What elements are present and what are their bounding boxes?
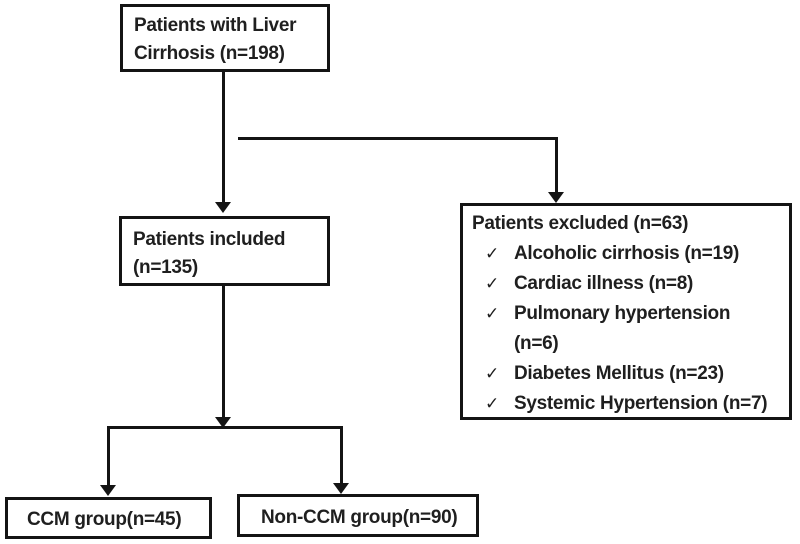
connector-split-to-ccm [107, 426, 110, 485]
excluded-item: ✓ Cardiac illness (n=8) [485, 269, 785, 299]
box-ccm-group: CCM group(n=45) [5, 497, 212, 539]
excluded-item-label: Diabetes Mellitus (n=23) [514, 363, 724, 384]
box-non-ccm-group: Non-CCM group(n=90) [237, 494, 479, 537]
arrowhead-down-icon [548, 192, 564, 203]
box-patients-with-liver-cirrhosis: Patients with Liver Cirrhosis (n=198) [120, 4, 330, 72]
excluded-item: ✓ Pulmonary hypertension (n=6) [485, 299, 785, 359]
connector-split-to-non-ccm [340, 426, 343, 483]
excluded-item-label: Cardiac illness (n=8) [514, 273, 694, 294]
arrowhead-down-icon [215, 417, 231, 428]
connector-total-to-included [222, 72, 225, 202]
box-ccm-group-label: CCM group(n=45) [27, 509, 182, 530]
connector-split-bar [107, 426, 343, 429]
box-patients-excluded: Patients excluded (n=63) ✓ Alcoholic cir… [460, 203, 792, 420]
check-icon: ✓ [485, 364, 499, 383]
arrowhead-down-icon [215, 202, 231, 213]
excluded-item-label: Systemic Hypertension (n=7) [514, 393, 768, 414]
box-patients-excluded-title: Patients excluded (n=63) [472, 213, 689, 234]
check-icon: ✓ [485, 394, 499, 413]
connector-branch-to-excluded [238, 137, 558, 140]
excluded-item-label: Alcoholic cirrhosis (n=19) [514, 243, 740, 264]
box-patients-with-liver-cirrhosis-label: Patients with Liver Cirrhosis (n=198) [134, 15, 297, 64]
excluded-item-label: Pulmonary hypertension (n=6) [514, 303, 731, 354]
check-icon: ✓ [485, 274, 499, 293]
connector-down-to-excluded [555, 137, 558, 192]
box-non-ccm-group-label: Non-CCM group(n=90) [261, 507, 458, 528]
excluded-item: ✓ Systemic Hypertension (n=7) [485, 389, 785, 419]
excluded-item: ✓ Diabetes Mellitus (n=23) [485, 359, 785, 389]
connector-included-to-split [222, 286, 225, 417]
arrowhead-down-icon [333, 483, 349, 494]
arrowhead-down-icon [100, 485, 116, 496]
excluded-item: ✓ Alcoholic cirrhosis (n=19) [485, 239, 785, 269]
box-patients-included-label: Patients included (n=135) [133, 229, 286, 278]
check-icon: ✓ [485, 244, 499, 263]
check-icon: ✓ [485, 304, 499, 323]
box-patients-included: Patients included (n=135) [119, 216, 330, 286]
